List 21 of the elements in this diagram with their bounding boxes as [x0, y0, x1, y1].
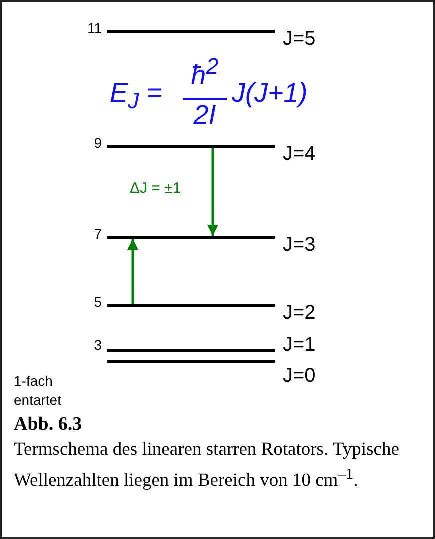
arrow — [127, 239, 139, 304]
formula-part: 2I — [192, 100, 218, 131]
arrow — [207, 148, 219, 236]
caption: Termschema des linearen starren Rotators. Typische Wellenzahlten liegen im Bereich von 10 cm$^{–1}$. — [14, 439, 400, 493]
degeneracy-note: 1-fach entartet — [14, 372, 62, 410]
formula-part: ħ$^{2}$ — [190, 54, 220, 91]
degeneracy-number: 7 — [93, 226, 102, 242]
degeneracy-number: 3 — [93, 337, 102, 353]
formula-part: E$_{J}$ = — [110, 78, 163, 114]
level-label: J=4 — [283, 143, 316, 166]
level-label: J=0 — [283, 365, 316, 388]
level-label: J=1 — [283, 334, 316, 357]
degeneracy-number: 9 — [93, 135, 102, 151]
level-label: J=5 — [283, 28, 316, 51]
figure-number: Abb. 6.3 — [14, 414, 82, 436]
degeneracy-number: 11 — [86, 20, 102, 36]
formula-part: J(J+1) — [232, 78, 308, 109]
level-label: J=3 — [283, 234, 316, 257]
level-label: J=2 — [283, 302, 316, 325]
selection-rule: ΔJ = ±1 — [130, 180, 182, 197]
degeneracy-number: 5 — [93, 294, 102, 310]
